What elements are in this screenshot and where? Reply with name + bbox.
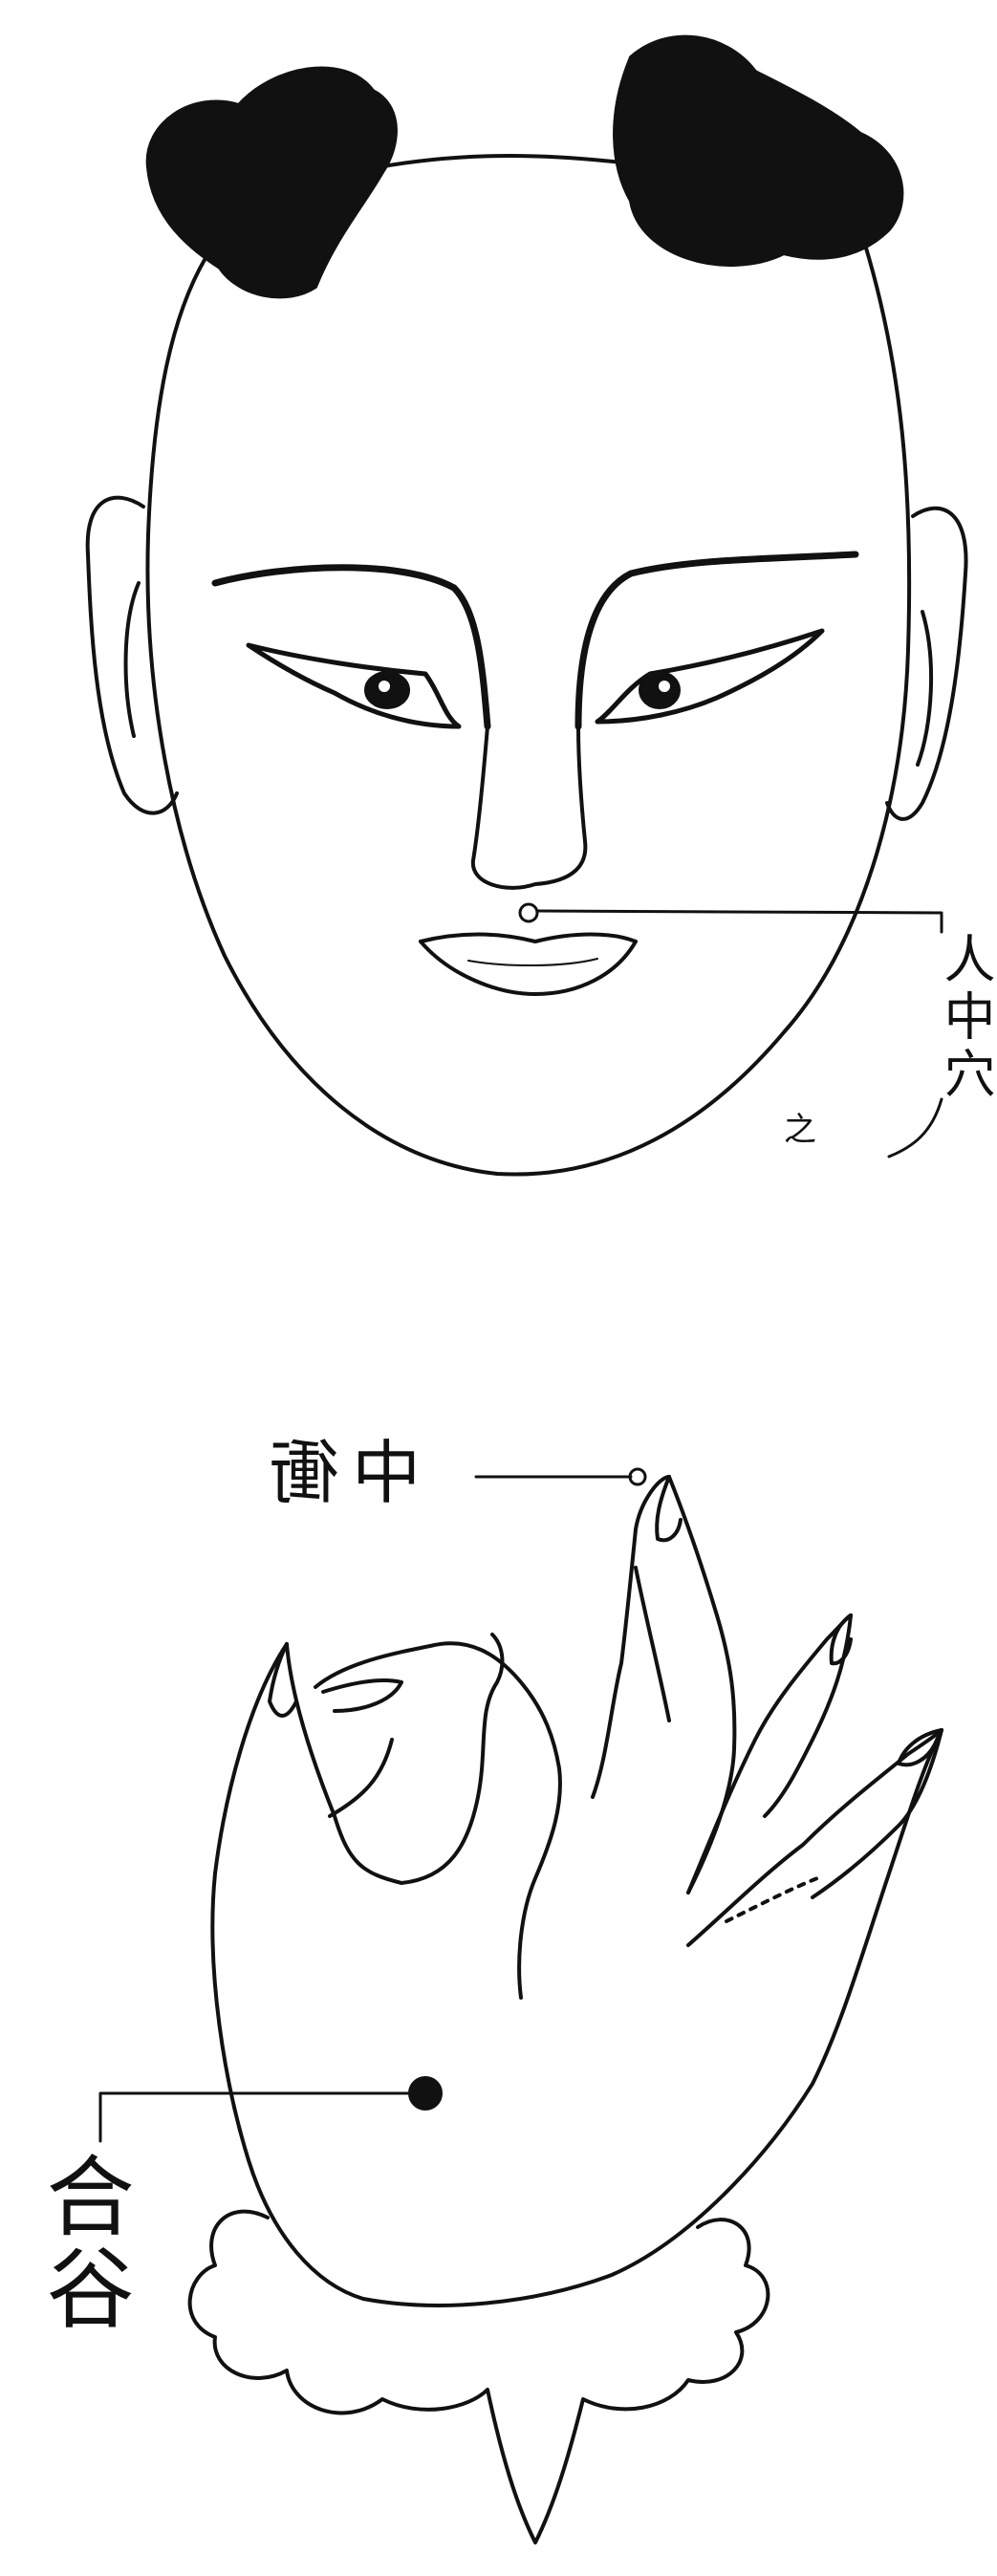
hegu-leader	[98, 2091, 413, 2143]
child-head	[85, 34, 968, 1177]
eye-left	[246, 642, 462, 729]
middle-finger-back	[667, 1475, 737, 1894]
index-finger	[314, 1641, 562, 2000]
renzhong-leader	[535, 909, 943, 934]
hand	[187, 1475, 943, 2544]
renzhong-point	[518, 902, 539, 923]
middle-inner	[634, 1566, 671, 1722]
palm-outline	[210, 1642, 365, 2301]
mouth-lower	[419, 940, 638, 996]
middle-nail	[655, 1475, 683, 1543]
eyebrow-left	[211, 564, 491, 730]
hegu-point	[408, 2076, 443, 2111]
ring-finger	[686, 1613, 853, 1894]
thumb	[285, 1633, 505, 1885]
sleeve-cuff	[187, 2209, 770, 2544]
label-zhongchong: 中衝	[256, 1433, 422, 1513]
palm-outline-right	[361, 1728, 943, 2307]
thumb-inner	[328, 1738, 394, 1818]
eye-right	[595, 628, 825, 725]
ring-nail	[829, 1613, 853, 1666]
hair-tuft-left	[145, 66, 398, 299]
hair-tuft-right	[613, 34, 904, 267]
ear-right-inner	[916, 610, 934, 767]
face-outline	[145, 227, 912, 1177]
little-finger-back	[811, 1728, 943, 1899]
ear-right	[885, 506, 968, 821]
thumb-nail	[268, 1642, 298, 1718]
label-renzhong-note: 之	[784, 1111, 816, 1149]
little-nail	[897, 1728, 943, 1767]
ear-left-inner	[123, 581, 141, 738]
little-finger	[686, 1728, 943, 1947]
nose	[470, 725, 588, 890]
label-renzhong: 人中穴	[935, 932, 995, 1104]
eyebrow-right	[574, 551, 859, 730]
mouth-upper	[419, 932, 638, 943]
mouth-line	[467, 958, 598, 966]
ring-finger-back	[763, 1613, 853, 1818]
ear-left	[85, 495, 179, 815]
middle-finger	[591, 1475, 671, 1799]
hair-line	[376, 154, 623, 169]
pupil-right	[639, 671, 681, 709]
renzhong-bracket	[887, 1097, 943, 1158]
label-hegu: 合谷	[32, 2151, 134, 2334]
little-inner	[725, 1876, 819, 1923]
index-nail	[321, 1678, 403, 1713]
